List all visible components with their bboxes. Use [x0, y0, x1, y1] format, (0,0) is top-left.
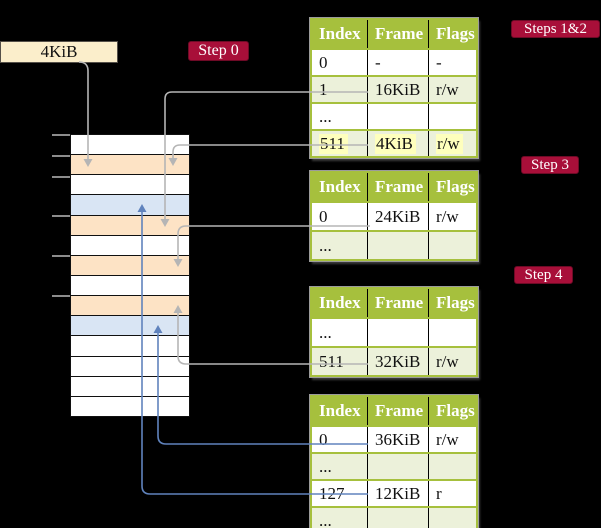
header-cell: Flags: [428, 397, 476, 425]
table-row: ...: [312, 102, 476, 129]
memory-tick: [52, 134, 70, 136]
memory-tick: [52, 155, 70, 157]
header-cell: Index: [319, 293, 361, 312]
header-cell: Index: [319, 24, 361, 43]
table-cell: [428, 454, 476, 479]
table-cell: ...: [319, 456, 332, 476]
table-row: ...: [312, 230, 476, 259]
memory-tick: [52, 176, 70, 178]
memory-frame-row: [71, 235, 189, 256]
table-row: ...: [312, 317, 476, 346]
table-cell: 511: [319, 351, 344, 371]
memory-tick: [52, 255, 70, 257]
memory-frame-row: [71, 255, 189, 276]
step0-badge: Step 0: [188, 41, 249, 61]
memory-frame-row: [71, 356, 189, 377]
table-cell: ...: [319, 106, 332, 126]
table-cell: [428, 232, 476, 259]
table-cell: [367, 508, 428, 528]
memory-tick: [52, 215, 70, 217]
step4-badge: Step 4: [514, 266, 573, 284]
memory-frame-row: [71, 396, 189, 416]
table-cell: r: [428, 481, 476, 506]
table-cell: 32KiB: [367, 348, 428, 375]
table-cell: ...: [319, 322, 332, 342]
table-cell: 1: [319, 79, 328, 99]
header-cell: Flags: [428, 20, 476, 48]
table-cell: -: [428, 50, 476, 75]
table-cell: r/w: [428, 77, 476, 102]
table-cell: r/w: [428, 131, 476, 156]
physical-memory-column: [70, 134, 190, 417]
table-cell: ...: [319, 235, 332, 255]
table-cell: r/w: [428, 203, 476, 230]
memory-frame-row: [71, 175, 189, 196]
table-cell: 127: [319, 483, 345, 503]
table-row: ...: [312, 452, 476, 479]
memory-frame-row: [71, 336, 189, 357]
header-cell: Frame: [367, 173, 428, 201]
memory-frame-row: [71, 316, 189, 337]
table-row: 0 --: [312, 48, 476, 75]
table-cell: [367, 319, 428, 346]
table-cell: ...: [319, 510, 332, 528]
table-cell: [367, 232, 428, 259]
header-cell: Index: [319, 177, 361, 196]
table-cell: 0: [319, 429, 328, 449]
table-row: ...: [312, 506, 476, 528]
memory-frame-row: [71, 215, 189, 236]
frame-size-label: 4KiB: [40, 42, 78, 61]
table-cell: 24KiB: [367, 203, 428, 230]
header-cell: Frame: [367, 289, 428, 317]
memory-frame-row: [71, 155, 189, 176]
memory-frame-row: [71, 135, 189, 156]
memory-tick: [52, 295, 70, 297]
steps1-2-badge: Steps 1&2: [511, 20, 600, 38]
memory-frame-row: [71, 376, 189, 397]
table-cell: 16KiB: [367, 77, 428, 102]
frame-size-legend-box: 4KiB: [0, 41, 118, 63]
table-cell: [367, 454, 428, 479]
table-cell: [428, 104, 476, 129]
table-cell: 4KiB: [367, 131, 428, 156]
table-cell: 511: [312, 131, 367, 156]
table-cell: 0: [319, 52, 328, 72]
step3-badge: Step 3: [521, 156, 579, 174]
table-cell: r/w: [428, 427, 476, 452]
table-cell: r/w: [428, 348, 476, 375]
table-cell: [428, 319, 476, 346]
header-cell: Index: [319, 401, 361, 420]
table-cell: [367, 104, 428, 129]
header-cell: Frame: [367, 20, 428, 48]
table-cell: 0: [319, 206, 328, 226]
table-cell: [428, 508, 476, 528]
header-cell: Frame: [367, 397, 428, 425]
memory-frame-row: [71, 195, 189, 216]
header-cell: Flags: [428, 173, 476, 201]
header-cell: Flags: [428, 289, 476, 317]
table-cell: 36KiB: [367, 427, 428, 452]
table-cell: 12KiB: [367, 481, 428, 506]
memory-frame-row: [71, 275, 189, 297]
memory-frame-row: [71, 296, 189, 317]
table-cell: -: [367, 50, 428, 75]
